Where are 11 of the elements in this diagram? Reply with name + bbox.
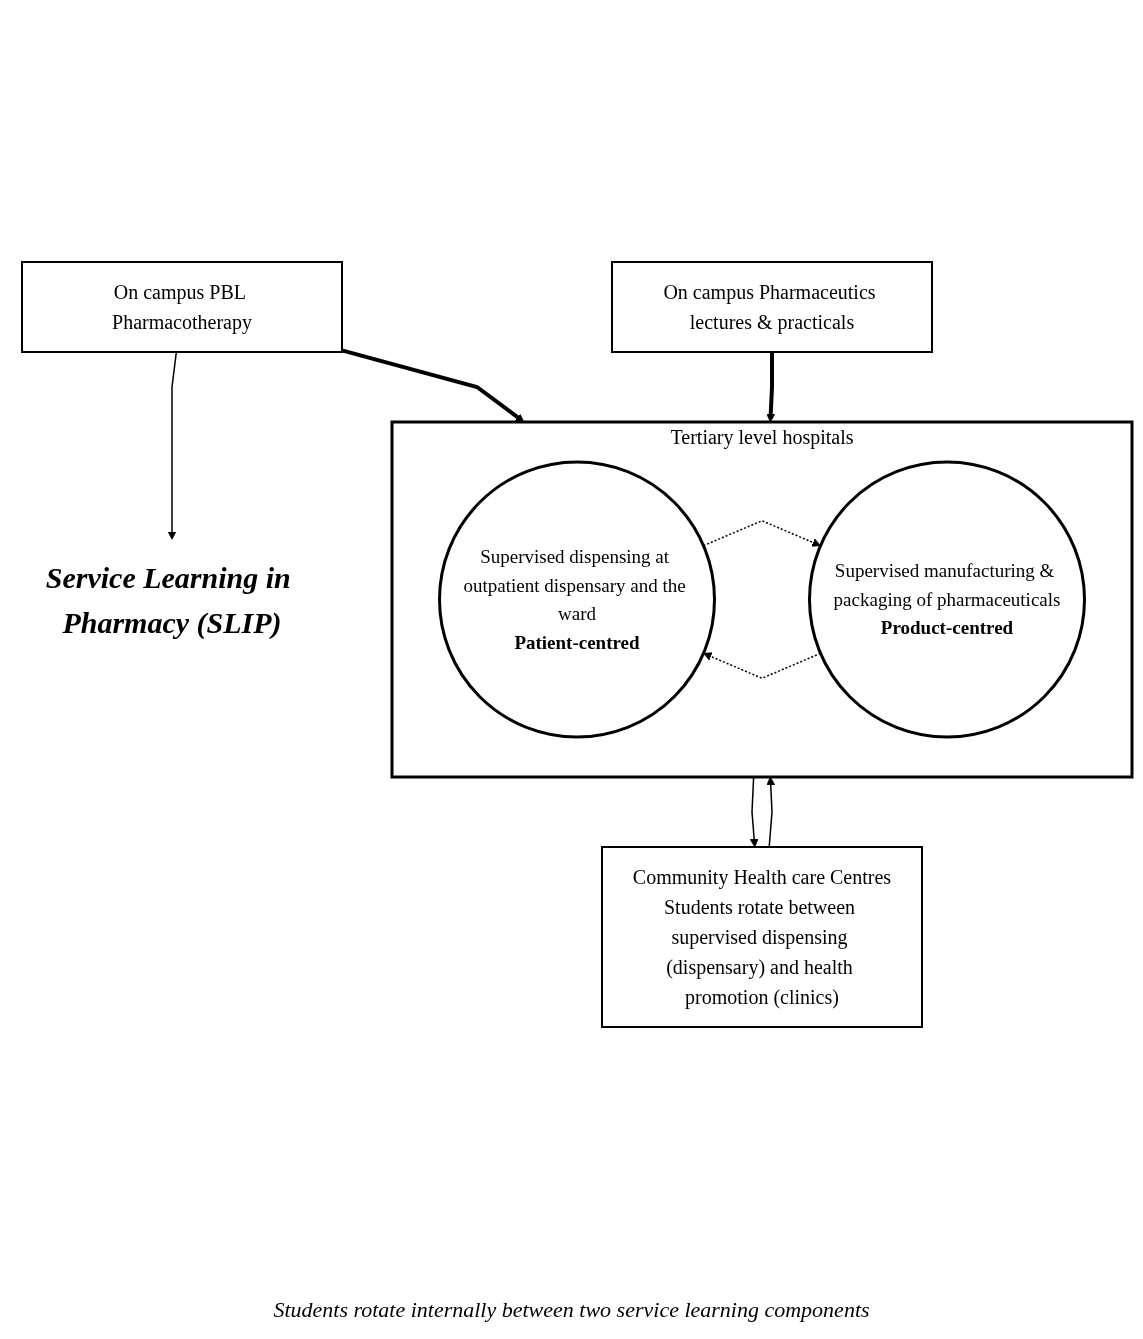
node-circle: Supervised dispensing at outpatient dispensary and the ward Patient-centred bbox=[437, 460, 716, 739]
arrow bbox=[340, 348, 524, 423]
arrow bbox=[702, 519, 821, 547]
node-text: Service Learning in Pharmacy (SLIP) bbox=[45, 560, 291, 639]
arrow bbox=[765, 352, 775, 423]
node-box: Community Health care Centres Students rotate between supervised dispensing (dispensary) and health promotion (clinics) bbox=[600, 846, 923, 1028]
node-box: On campus PBL Pharmacotherapy bbox=[20, 261, 343, 353]
node-circle: Supervised manufacturing & packaging of pharmaceuticals Product-centred bbox=[807, 460, 1086, 739]
arrow bbox=[167, 351, 177, 540]
note-text: Students rotate internally between two service learning components bbox=[273, 1297, 870, 1323]
node-box: On campus Pharmaceutics lectures & practicals bbox=[610, 261, 933, 353]
